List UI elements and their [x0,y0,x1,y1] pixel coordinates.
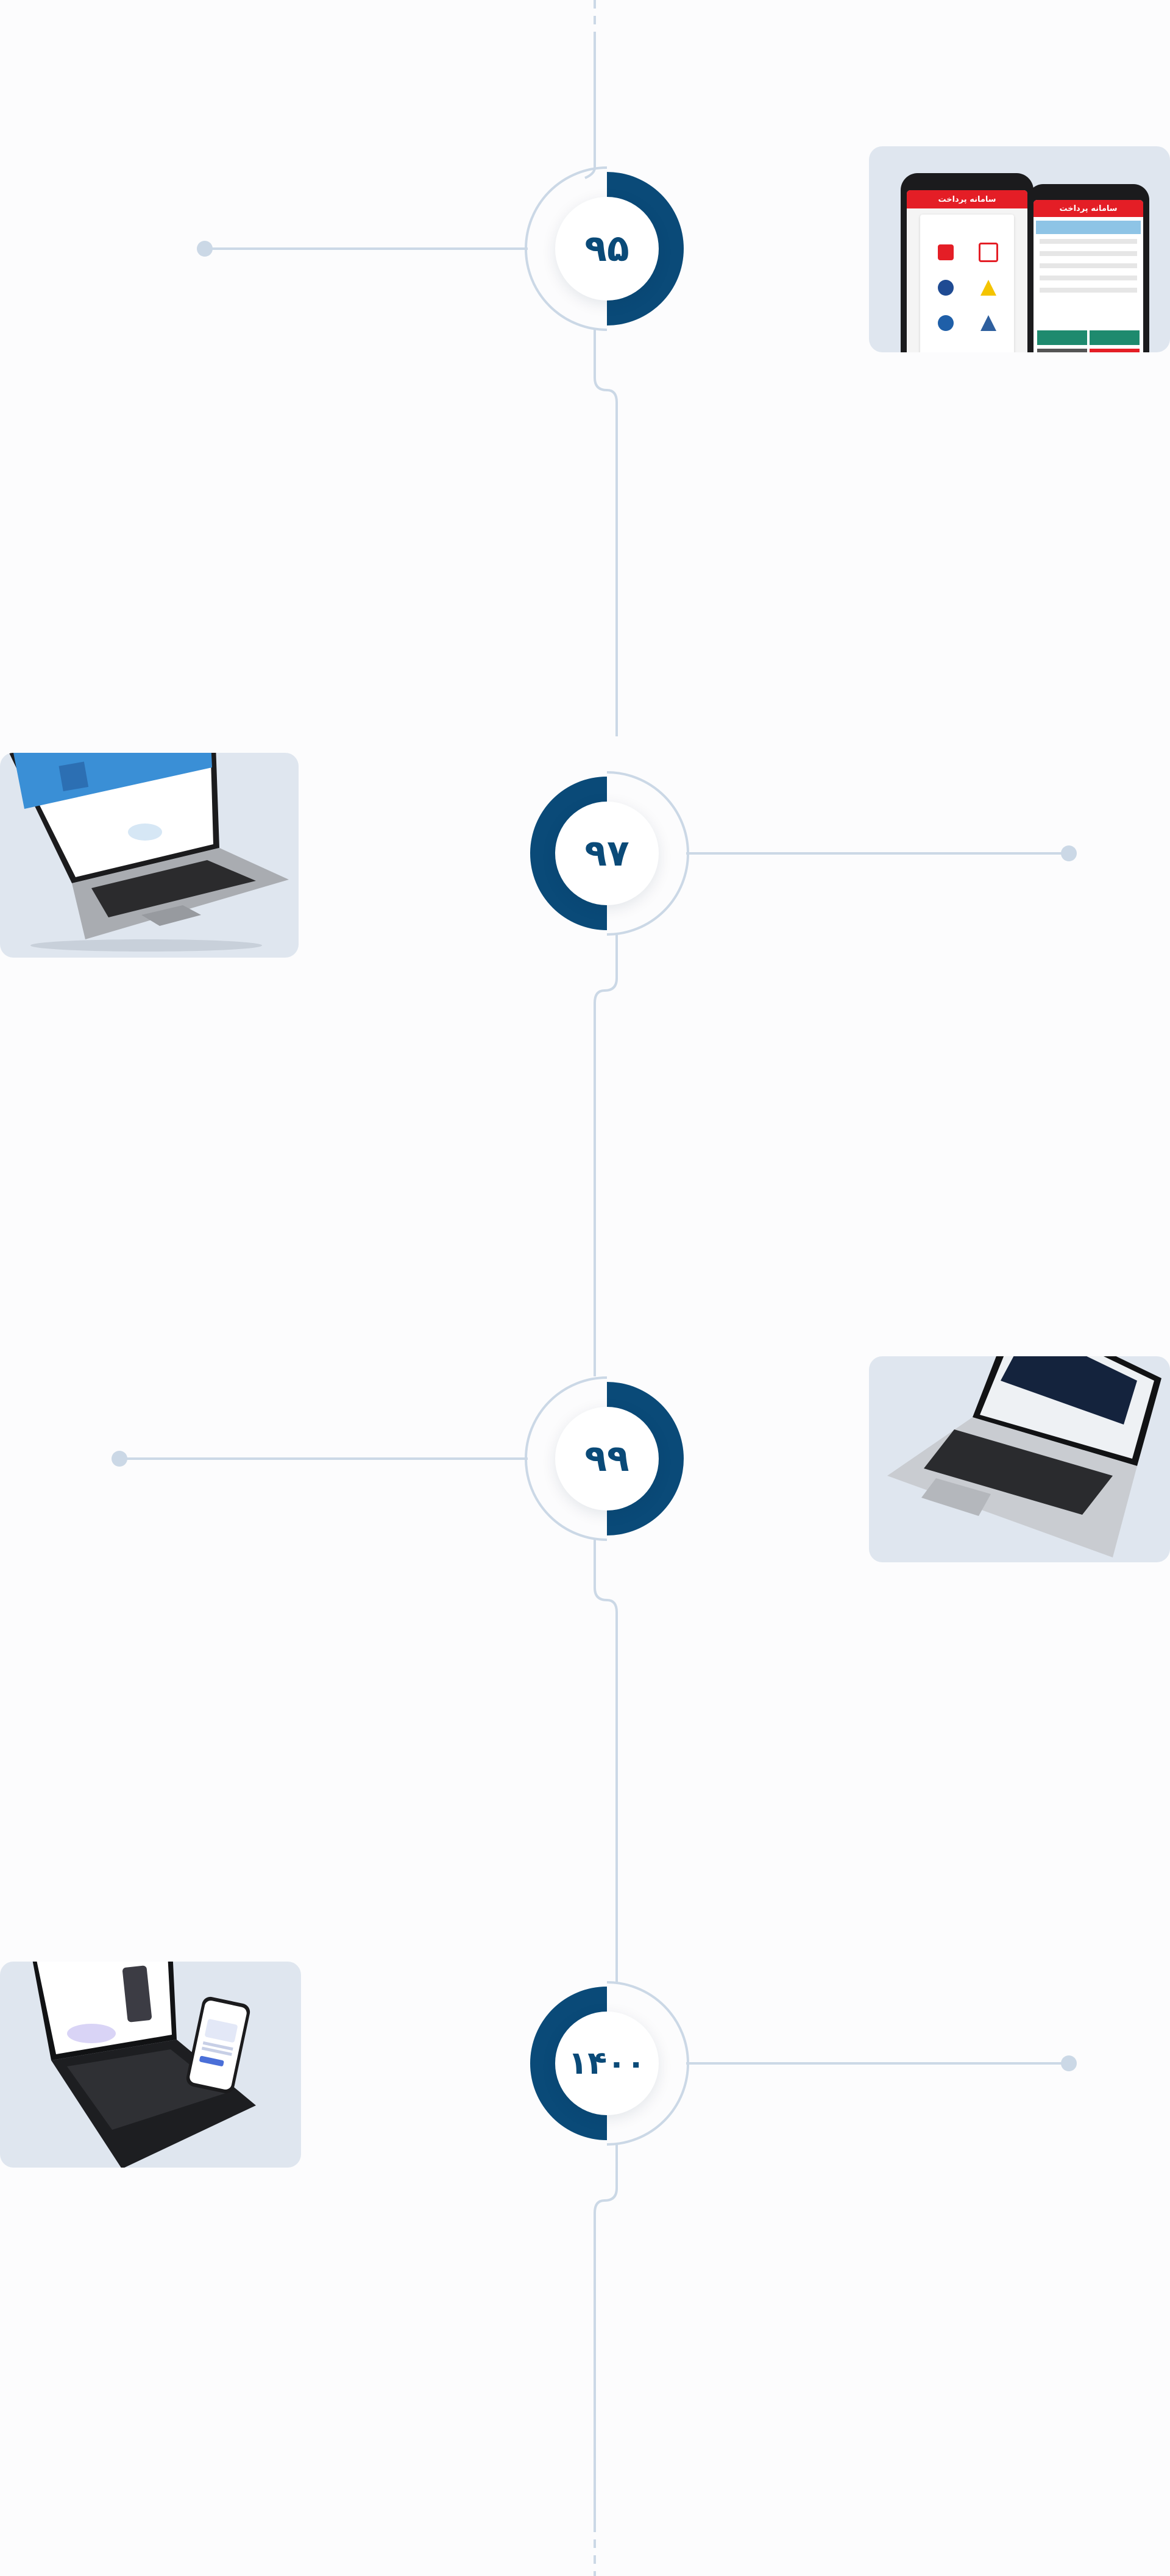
timeline-dot-97 [1061,845,1077,861]
mockup-card-mobile-app: سامانه پرداخت سامانه پرداخت [869,146,1170,352]
year-label: ۱۴۰۰ [568,2045,646,2082]
mockup-card-laptop-website [0,753,299,958]
year-badge-95: ۹۵ [555,197,659,301]
laptop-mockup [9,753,289,952]
timeline-dot-95 [197,241,213,257]
mockup-card-laptop-dark [869,1356,1170,1562]
year-label: ۹۵ [584,227,629,270]
timeline-dot-1400 [1061,2055,1077,2071]
mockup-card-laptop-phone [0,1962,301,2168]
year-badge-1400: ۱۴۰۰ [555,2012,659,2115]
phone-mockup-back: سامانه پرداخت [1027,184,1149,352]
year-badge-99: ۹۹ [555,1407,659,1510]
app-header-title: سامانه پرداخت [907,190,1027,208]
timeline-dot-99 [112,1451,127,1467]
year-label: ۹۹ [584,1437,629,1480]
app-header-title: سامانه پرداخت [1034,200,1143,217]
laptop-mockup [32,1962,256,2168]
year-label: ۹۷ [584,832,629,875]
year-badge-97: ۹۷ [555,802,659,905]
phone-mockup-front: سامانه پرداخت [901,173,1034,352]
laptop-mockup [887,1356,1161,1557]
